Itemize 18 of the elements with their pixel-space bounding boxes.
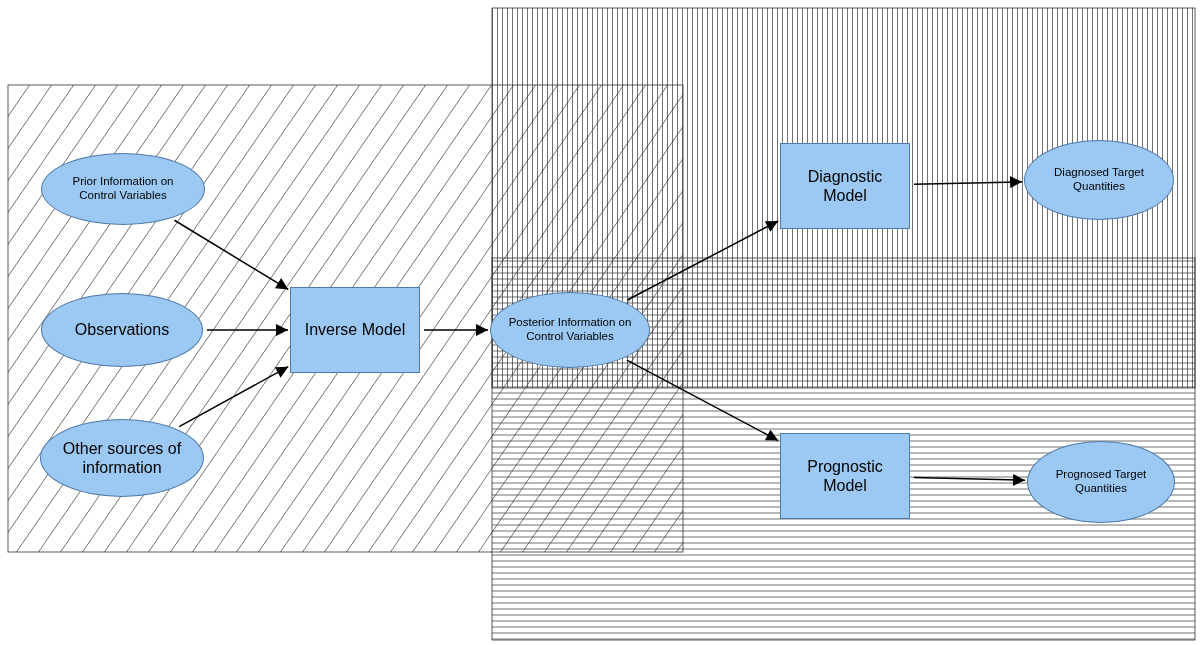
node-label: Observations: [74, 320, 170, 340]
model-box: [780, 143, 910, 229]
node-label: Diagnostic Model: [806, 166, 884, 206]
model-box: [290, 287, 420, 373]
arrow: [913, 176, 1023, 189]
arrow: [626, 220, 779, 301]
node-label: Posterior Information on Control Variables: [507, 316, 633, 344]
node-label: Prognosed Target Quantities: [1054, 468, 1148, 496]
node-label: Diagnosed Target Quantities: [1053, 166, 1145, 194]
node-label: Prior Information on Control Variables: [71, 175, 175, 203]
arrow: [206, 324, 289, 336]
node-label: Other sources of information: [61, 438, 183, 478]
node-label: Prognostic Model: [806, 456, 884, 496]
node-label: Inverse Model: [304, 320, 406, 340]
arrow: [423, 324, 489, 336]
model-box: [780, 433, 910, 519]
arrow: [173, 219, 290, 291]
arrow: [626, 359, 779, 442]
